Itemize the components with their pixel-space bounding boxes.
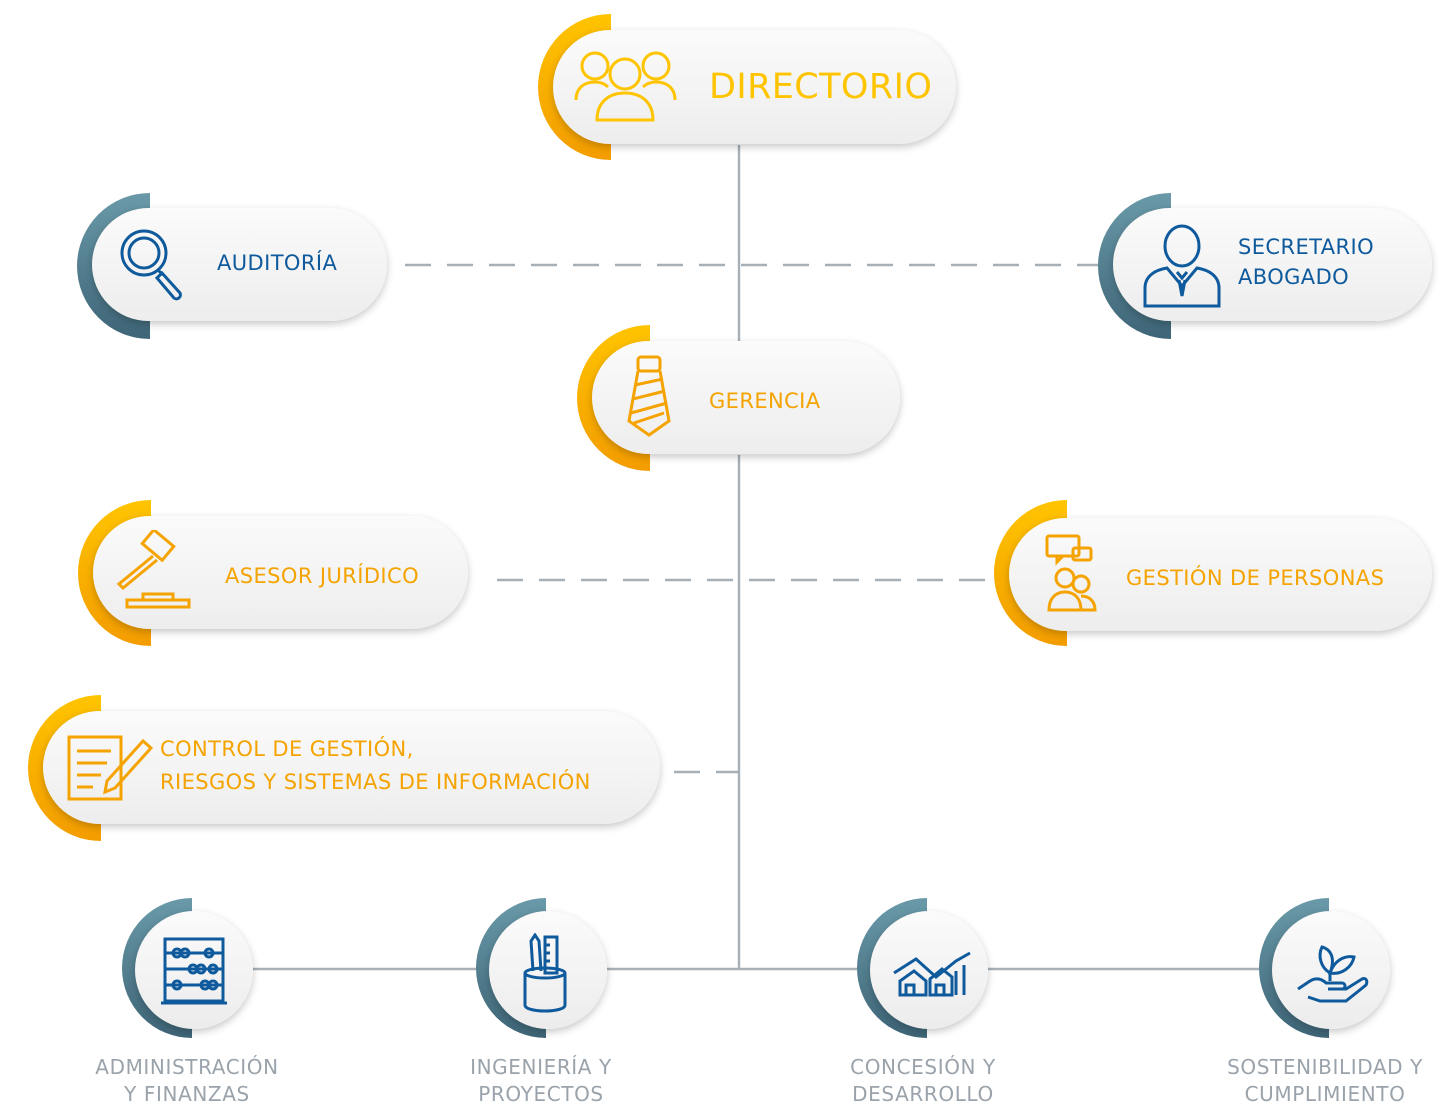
auditoria-label: AUDITORÍA — [217, 251, 338, 275]
dept-ingenieria-label: INGENIERÍA Y PROYECTOS — [396, 1054, 686, 1108]
directorio-label: DIRECTORIO — [709, 67, 933, 107]
secretario-line-2: ABOGADO — [1238, 265, 1350, 289]
dept-line-1: SOSTENIBILIDAD Y — [1227, 1055, 1423, 1079]
secretario-line-1: SECRETARIO — [1238, 235, 1374, 259]
dept-administracion[interactable] — [122, 898, 262, 1038]
group-people-icon — [574, 51, 677, 122]
dept-line-1: ADMINISTRACIÓN — [95, 1055, 279, 1079]
dept-ingenieria[interactable] — [476, 898, 616, 1038]
auditoria-node[interactable]: AUDITORÍA — [77, 193, 389, 339]
asesor-juridico-node[interactable]: ASESOR JURÍDICO — [78, 500, 470, 646]
dept-sostenibilidad[interactable] — [1259, 898, 1399, 1038]
dept-administracion-label: ADMINISTRACIÓN Y FINANZAS — [42, 1054, 332, 1108]
dept-line-2: PROYECTOS — [478, 1082, 604, 1106]
necktie-icon — [627, 355, 671, 437]
gerencia-label: GERENCIA — [709, 389, 821, 413]
document-pen-icon — [67, 735, 153, 801]
ruler-pencil-cup-icon — [523, 933, 567, 1013]
dept-line-1: CONCESIÓN Y — [850, 1055, 996, 1079]
hand-plant-icon — [1297, 945, 1369, 1003]
dept-sostenibilidad-label: SOSTENIBILIDAD Y CUMPLIMIENTO — [1180, 1054, 1454, 1108]
secretario-node[interactable]: SECRETARIO ABOGADO — [1098, 193, 1434, 339]
asesor-label: ASESOR JURÍDICO — [225, 564, 419, 588]
dept-line-2: Y FINANZAS — [124, 1082, 250, 1106]
control-gestion-node[interactable]: CONTROL DE GESTIÓN, RIESGOS Y SISTEMAS D… — [28, 695, 662, 841]
dept-line-1: INGENIERÍA Y — [470, 1055, 612, 1079]
gestion-personas-label: GESTIÓN DE PERSONAS — [1126, 566, 1385, 590]
gerencia-node[interactable]: GERENCIA — [577, 325, 902, 471]
control-label: CONTROL DE GESTIÓN, RIESGOS Y SISTEMAS D… — [160, 733, 591, 799]
gavel-icon — [116, 530, 191, 609]
people-chat-icon — [1045, 534, 1097, 612]
directorio-node[interactable]: DIRECTORIO — [538, 14, 958, 160]
dept-line-2: CUMPLIMIENTO — [1244, 1082, 1406, 1106]
gestion-personas-node[interactable]: GESTIÓN DE PERSONAS — [994, 500, 1434, 646]
abacus-icon — [161, 937, 227, 1005]
businessman-icon — [1143, 224, 1221, 308]
control-line-1: CONTROL DE GESTIÓN, — [160, 737, 414, 761]
dept-concesion[interactable] — [857, 898, 997, 1038]
secretario-label: SECRETARIO ABOGADO — [1238, 232, 1374, 292]
houses-growth-icon — [893, 951, 971, 997]
magnifier-icon — [120, 229, 182, 301]
dept-line-2: DESARROLLO — [852, 1082, 994, 1106]
control-line-2: RIESGOS Y SISTEMAS DE INFORMACIÓN — [160, 770, 591, 794]
dept-concesion-label: CONCESIÓN Y DESARROLLO — [778, 1054, 1068, 1108]
